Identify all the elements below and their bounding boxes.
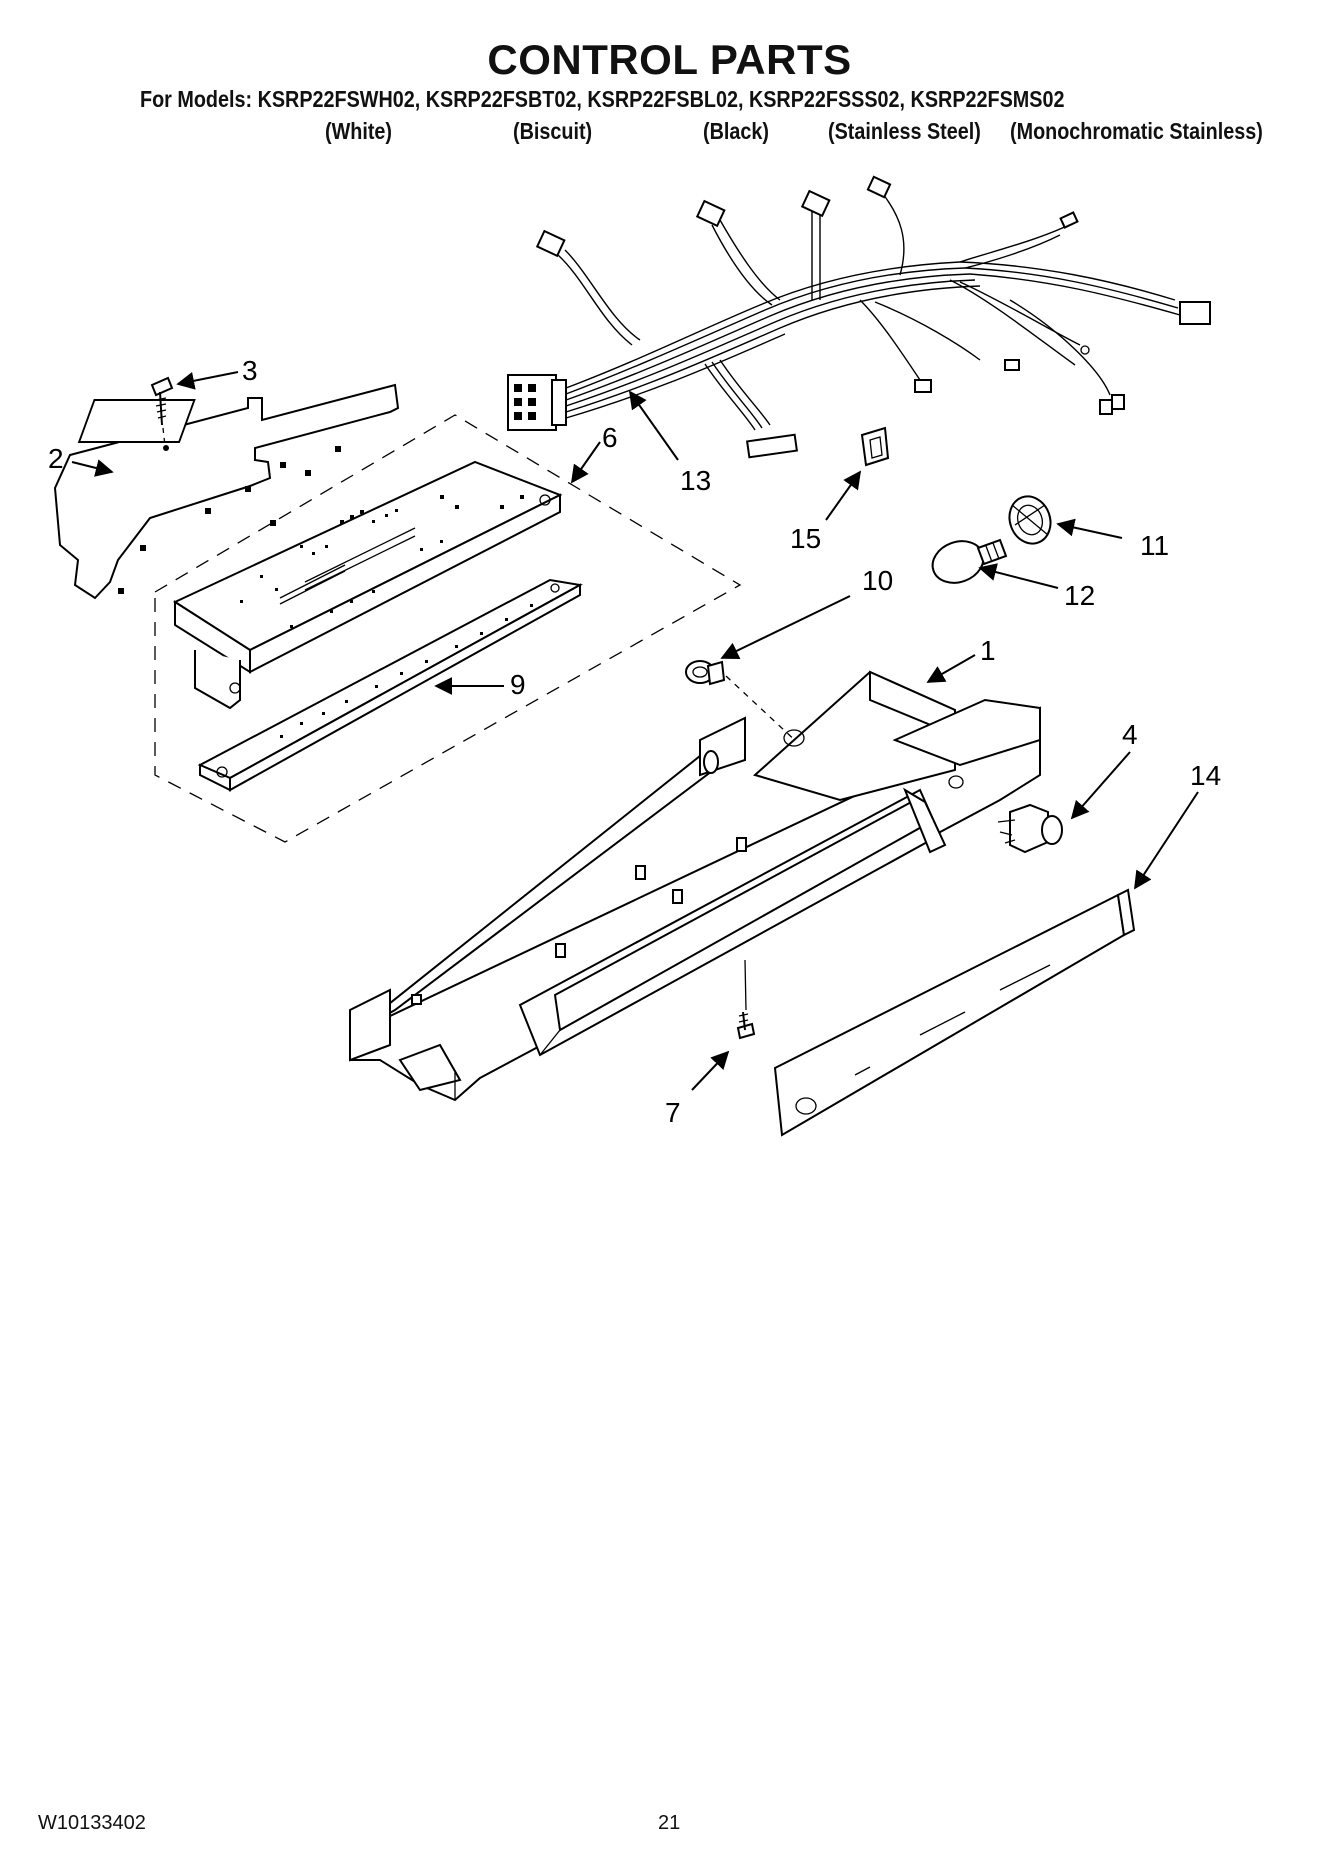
part-3-screw (150, 376, 174, 447)
callout-1: 1 (980, 635, 996, 666)
callout-4: 4 (1122, 719, 1138, 750)
color-monochromatic: (Monochromatic Stainless) (1010, 118, 1263, 144)
models-line: For Models: KSRP22FSWH02, KSRP22FSBT02, … (140, 86, 1065, 112)
part-6-control-board (172, 460, 563, 710)
callout-3: 3 (242, 355, 258, 386)
callout-2: 2 (48, 443, 64, 474)
color-black: (Black) (703, 118, 769, 144)
page-number: 21 (658, 1812, 681, 1834)
board-assembly-outline (154, 414, 742, 843)
callout-7: 7 (665, 1097, 681, 1128)
part-1-control-housing (349, 670, 1041, 1102)
callout-13: 13 (680, 465, 711, 496)
part-13-wire-harness (507, 175, 1211, 459)
part-7-screw (736, 959, 756, 1040)
part-15-clip (860, 426, 890, 467)
part-14-front-panel (773, 888, 1136, 1137)
callout-9: 9 (510, 669, 526, 700)
callout-12: 12 (1064, 580, 1095, 611)
part-4-lamp (997, 803, 1063, 854)
callout-6: 6 (602, 422, 618, 453)
color-biscuit: (Biscuit) (513, 118, 593, 144)
document-number: W10133402 (38, 1812, 146, 1834)
callout-leader-lines (71, 371, 1199, 1091)
part-10-plug (685, 660, 801, 746)
part-12-light-bulb (931, 538, 1008, 584)
callout-10: 10 (862, 565, 893, 596)
page-title: CONTROL PARTS (487, 36, 852, 83)
callout-11: 11 (1140, 530, 1169, 561)
color-stainless: (Stainless Steel) (828, 118, 981, 144)
part-9-led-board (197, 578, 584, 792)
part-11-lamp-socket (1008, 495, 1052, 545)
callout-14: 14 (1190, 760, 1221, 791)
callout-15: 15 (790, 523, 821, 554)
color-white: (White) (325, 118, 393, 144)
